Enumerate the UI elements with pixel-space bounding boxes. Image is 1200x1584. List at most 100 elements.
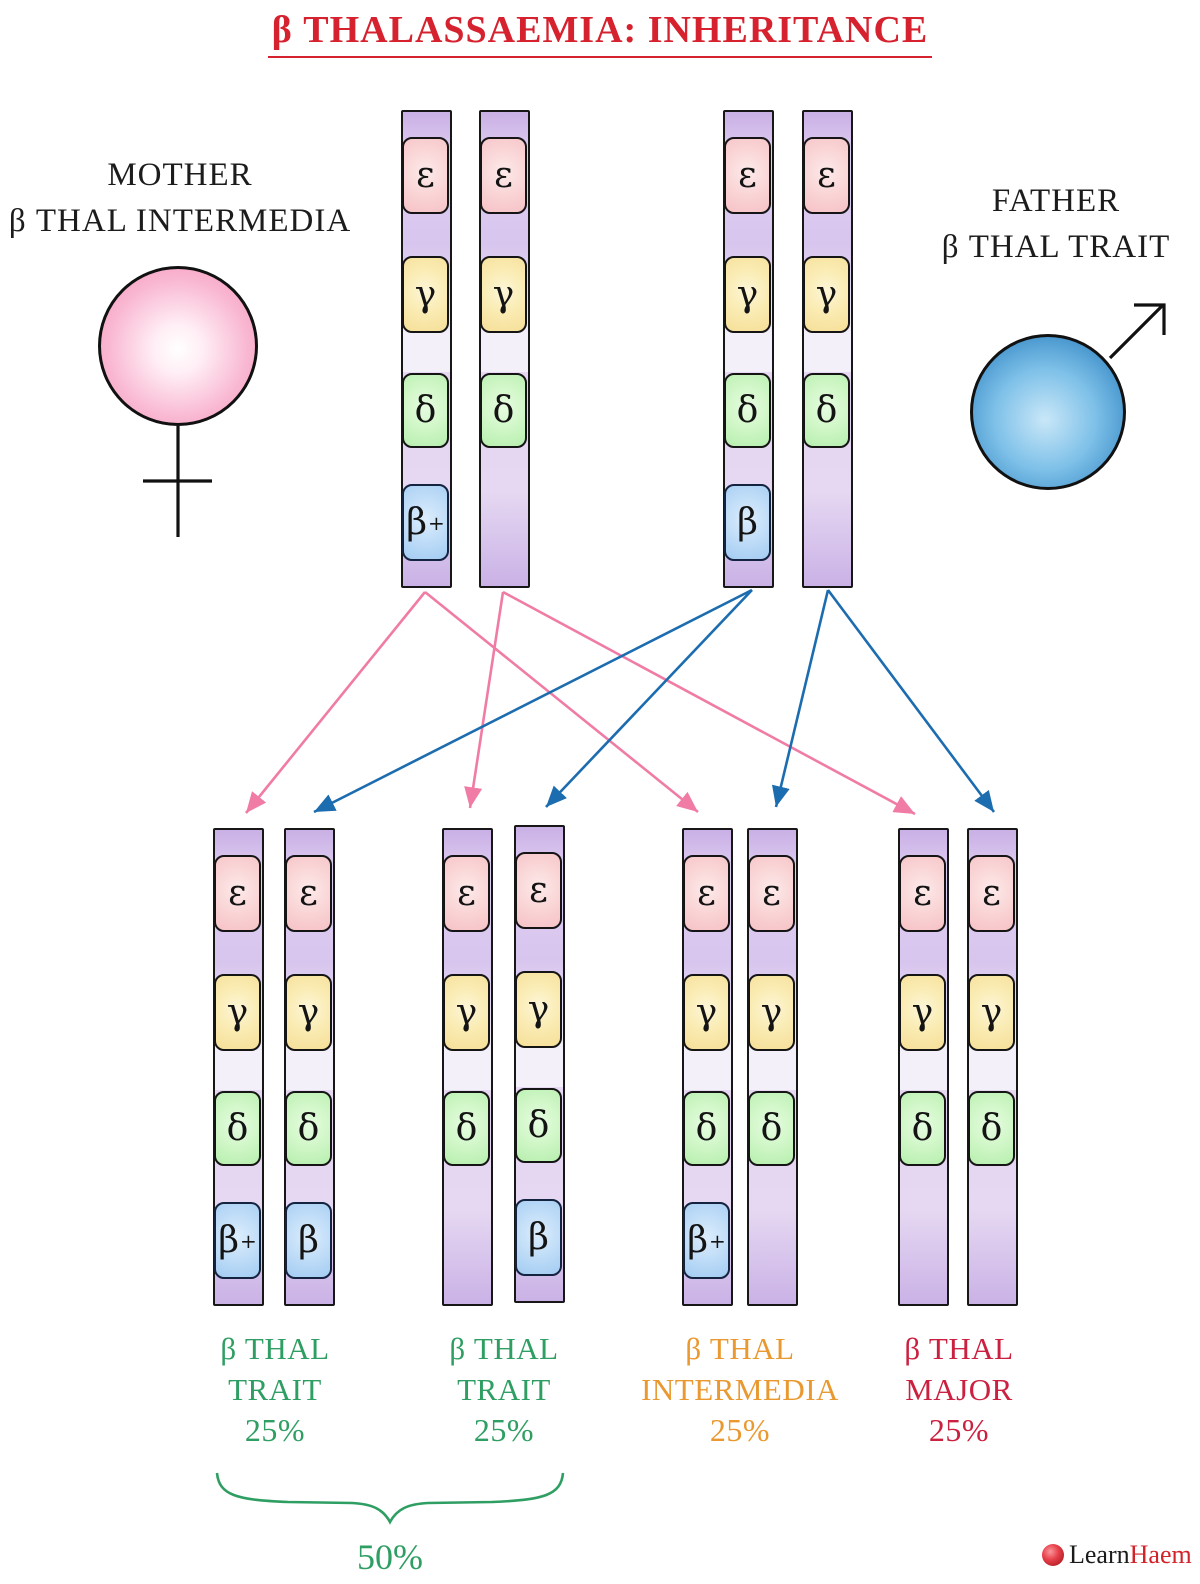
gene-label: γ [527,989,550,1030]
gene-label: γ [911,992,934,1033]
outcome-percent: 25% [473,1412,535,1448]
father-chromosome-2: ε γ δ [802,110,853,588]
page-title-text: β THALASSAEMIA: INHERITANCE [267,8,933,58]
gene-gamma: γ [748,974,795,1051]
gene-beta-plus: β+ [402,484,449,561]
mother-name: MOTHER [107,157,253,193]
gene-gamma: γ [443,974,490,1051]
gene-delta: δ [748,1091,795,1166]
gene-delta: δ [285,1091,332,1166]
gene-label: ε [416,155,435,196]
gene-gamma: γ [515,971,562,1048]
gene-label: β [406,502,428,543]
gene-delta: δ [515,1088,562,1163]
gene-epsilon: ε [402,137,449,214]
gene-delta: δ [803,373,850,448]
gene-label: ε [982,873,1001,914]
arrow-mother1-child3 [424,590,699,814]
gene-gamma: γ [724,256,771,333]
gene-epsilon: ε [285,855,332,932]
father-label: FATHER β THAL TRAIT [880,178,1200,270]
gene-epsilon: ε [899,855,946,932]
male-symbol [970,334,1126,490]
gene-label: δ [760,1108,783,1149]
gene-beta: β [724,484,771,561]
gene-label: ε [738,155,757,196]
outcome-line2: INTERMEDIA [641,1372,839,1407]
gene-label: γ [695,992,718,1033]
gene-epsilon: ε [683,855,730,932]
gene-epsilon: ε [968,855,1015,932]
chromosome-band [444,1050,491,1090]
gene-label: γ [736,274,759,315]
gene-label: γ [414,274,437,315]
child3-chromosome-right: ε γ δ [747,828,798,1306]
gene-label: γ [492,274,515,315]
gene-delta: δ [899,1091,946,1166]
gene-epsilon: ε [480,137,527,214]
gene-label: ε [529,870,548,911]
mother-chromosome-1: ε γ δ β+ [401,110,452,588]
gene-label: ε [817,155,836,196]
page-title: β THALASSAEMIA: INHERITANCE [0,8,1200,58]
gene-gamma: γ [285,974,332,1051]
father-name: FATHER [991,183,1121,219]
chromosome-band [725,332,772,372]
arrow-mother1-child1 [244,591,427,814]
chromosome-band [516,1047,563,1087]
gene-gamma: γ [214,974,261,1051]
chromosome-band [481,332,528,372]
gene-label: ε [913,873,932,914]
gene-gamma: γ [480,256,527,333]
combined-percent: 50% [357,1537,423,1577]
chromosome-band [286,1050,333,1090]
outcome-label-child4: β THAL MAJOR 25% [829,1328,1089,1451]
gene-delta: δ [724,373,771,448]
arrow-father2-child4 [826,589,996,813]
gene-epsilon: ε [803,137,850,214]
father-condition: β THAL TRAIT [941,229,1171,265]
chromosome-band [403,332,450,372]
child4-chromosome-right: ε γ δ [967,828,1018,1306]
male-symbol-arrow [1108,303,1166,360]
gene-label: γ [815,274,838,315]
chromosome-band [900,1050,947,1090]
gene-label: β [298,1220,319,1261]
arrow-father2-child3 [771,589,830,808]
gene-delta: δ [683,1091,730,1166]
gene-label: γ [980,992,1003,1033]
gene-label: δ [980,1108,1003,1149]
mother-label: MOTHER β THAL INTERMEDIA [0,152,360,244]
outcome-label-child2: β THAL TRAIT 25% [374,1328,634,1451]
mother-inheritance-arrows [244,590,916,816]
gene-beta-plus: β+ [683,1202,730,1279]
child2-chromosome-left: ε γ δ [442,828,493,1306]
gene-gamma: γ [968,974,1015,1051]
child1-chromosome-right: ε γ δ β [284,828,335,1306]
gene-label: δ [492,390,515,431]
chromosome-band [969,1050,1016,1090]
female-symbol [98,266,258,426]
gene-label: ε [762,873,781,914]
gene-label: γ [760,992,783,1033]
gene-label: δ [815,390,838,431]
gene-delta: δ [968,1091,1015,1166]
gene-label: δ [414,390,437,431]
gene-label: ε [697,873,716,914]
gene-gamma: γ [683,974,730,1051]
logo-text-learn: Learn [1069,1540,1130,1569]
outcome-line1: β THAL [449,1331,559,1366]
gene-gamma: γ [402,256,449,333]
fifty-percent-brace [215,1472,565,1525]
learnhaem-logo: Learn Haem [1042,1540,1192,1570]
gene-label: δ [226,1108,249,1149]
mother-chromosome-2: ε γ δ [479,110,530,588]
gene-label: β [737,502,758,543]
gene-delta: δ [402,373,449,448]
gene-delta: δ [214,1091,261,1166]
outcome-percent: 25% [244,1412,306,1448]
gene-epsilon: ε [724,137,771,214]
gene-epsilon: ε [214,855,261,932]
outcome-label-child3: β THAL INTERMEDIA 25% [610,1328,870,1451]
